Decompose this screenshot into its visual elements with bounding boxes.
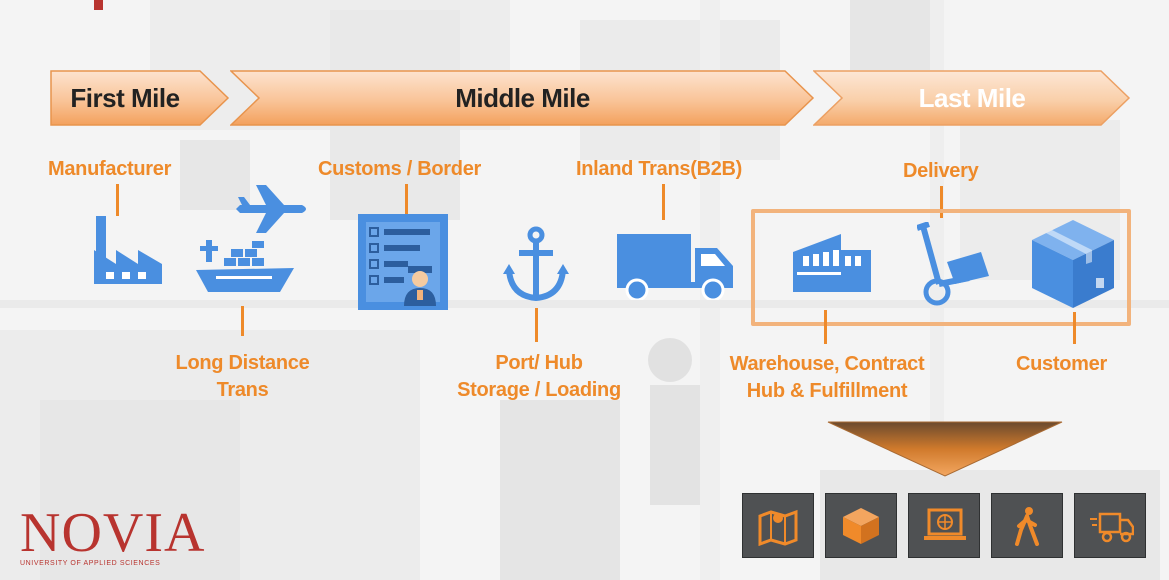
laptop-globe-icon [924, 508, 966, 540]
first-mile-label: First Mile [70, 83, 180, 113]
logo-wordmark: NOVIA [20, 502, 206, 564]
middle-mile-arrow: Middle Mile [230, 70, 815, 126]
customs-officer-icon [358, 214, 448, 310]
customs-label: Customs / Border [318, 158, 482, 180]
warehouse-connector [824, 310, 827, 344]
tile-walk [991, 493, 1063, 558]
hand-truck-icon [917, 222, 989, 306]
package-box-icon [1032, 220, 1114, 308]
port-label: Port/ Hub Storage / Loading [448, 350, 630, 404]
fast-delivery-truck-icon [1090, 512, 1134, 543]
customer-connector [1073, 312, 1076, 344]
delivery-connector [940, 186, 943, 218]
last-mile-arrow: Last Mile [813, 70, 1131, 126]
long-distance-line-2: Trans [216, 379, 269, 401]
tile-fast-delivery [1074, 493, 1146, 558]
warehouse-label: Warehouse, Contract Hub & Fulfillment [716, 351, 938, 405]
manufacturer-label: Manufacturer [48, 158, 172, 180]
anchor-icon [503, 226, 569, 302]
tile-map [742, 493, 814, 558]
long-distance-label: Long Distance Trans [170, 350, 315, 404]
port-line-1: Port/ Hub [495, 352, 583, 374]
long-distance-line-1: Long Distance [175, 352, 310, 374]
warehouse-line-2: Hub & Fulfillment [746, 380, 908, 402]
customs-connector [405, 184, 408, 214]
tile-online [908, 493, 980, 558]
package-icon [843, 508, 879, 544]
novia-logo: NOVIA UNIVERSITY OF APPLIED SCIENCES [20, 502, 206, 567]
warehouse-icon [793, 234, 871, 292]
last-mile-label: Last Mile [918, 83, 1026, 113]
airplane-icon [236, 185, 306, 233]
customer-label: Customer [1016, 353, 1107, 375]
cargo-ship-icon [196, 240, 294, 292]
truck-icon [617, 234, 733, 300]
funnel-triangle [827, 421, 1063, 477]
middle-mile-label: Middle Mile [455, 83, 590, 113]
logo-subtitle: UNIVERSITY OF APPLIED SCIENCES [20, 560, 161, 567]
delivery-label: Delivery [903, 160, 979, 182]
port-connector [535, 308, 538, 342]
factory-icon [94, 216, 162, 284]
walking-person-icon [1015, 507, 1039, 546]
manufacturer-connector [116, 184, 119, 216]
port-line-2: Storage / Loading [457, 379, 621, 401]
long-distance-connector [241, 306, 244, 336]
red-mark [94, 0, 103, 10]
inland-connector [662, 184, 665, 220]
map-icon [758, 509, 798, 546]
last-mile-highlight-box [751, 209, 1131, 326]
first-mile-arrow: First Mile [50, 70, 230, 126]
inland-label: Inland Trans(B2B) [576, 158, 743, 180]
tile-package [825, 493, 897, 558]
warehouse-line-1: Warehouse, Contract [729, 353, 925, 375]
